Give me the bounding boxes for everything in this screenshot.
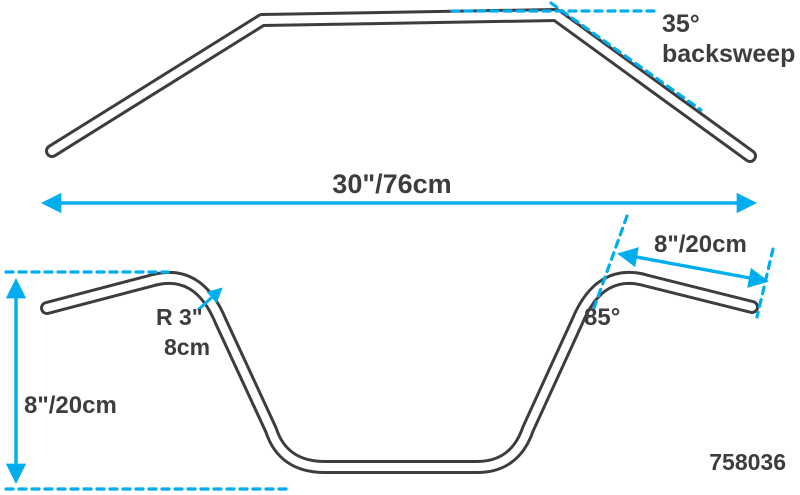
bend-angle-label: 85° bbox=[584, 304, 620, 331]
bend-angle-extension-line bbox=[592, 214, 629, 310]
handlebar-front-view-outline bbox=[40, 270, 759, 474]
backsweep-angle-line bbox=[549, 1, 703, 112]
radius-pointer-arrow bbox=[196, 287, 223, 312]
grip-end-extension-line bbox=[755, 247, 775, 319]
grip-dimension-arrow bbox=[616, 247, 770, 288]
handlebar-front-view bbox=[40, 270, 759, 474]
part-number: 758036 bbox=[709, 449, 786, 475]
radius-label-cm: 8cm bbox=[164, 334, 210, 360]
backsweep-text-label: backsweep bbox=[662, 40, 795, 68]
radius-label-inches: R 3" bbox=[156, 304, 203, 330]
handlebar-top-view bbox=[45, 8, 757, 163]
rise-label: 8"/20cm bbox=[24, 392, 117, 419]
grip-length-label: 8"/20cm bbox=[654, 231, 747, 258]
width-label: 30"/76cm bbox=[332, 169, 451, 199]
handlebar-front-view-bore bbox=[43, 273, 756, 471]
backsweep-angle-label: 35° bbox=[662, 10, 700, 38]
handlebar-top-view-bore bbox=[48, 11, 754, 160]
